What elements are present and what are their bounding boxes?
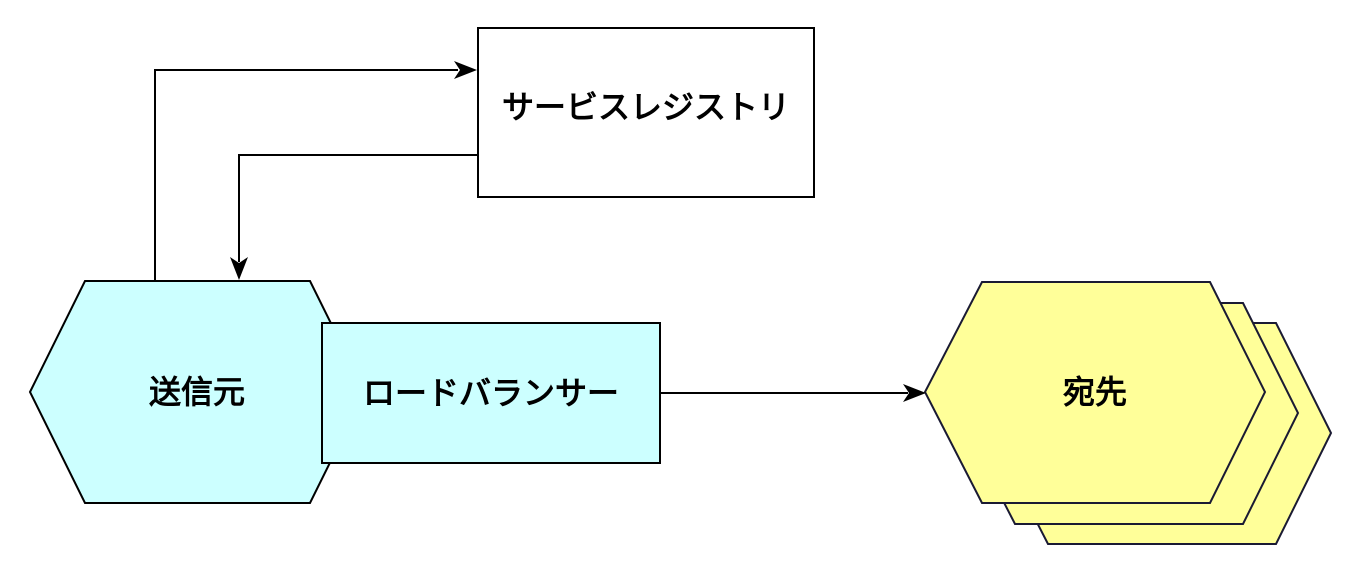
edge-source-to-registry — [154, 61, 477, 281]
destination-label: 宛先 — [1063, 374, 1127, 410]
load-balancer-label: ロードバランサー — [363, 375, 619, 411]
edge-source-to-registry-line — [154, 69, 458, 281]
service-registry-label: サービスレジストリ — [502, 89, 790, 125]
source-label: 送信元 — [149, 374, 245, 410]
source-node: 送信元 — [28, 280, 367, 504]
load-balancer-rect — [321, 322, 661, 464]
load-balancer-node: ロードバランサー — [321, 322, 661, 464]
service-registry-rect — [477, 27, 815, 198]
destination-hexagon-front — [923, 281, 1267, 504]
service-registry-node: サービスレジストリ — [477, 27, 815, 198]
edge-source-to-registry-arrowhead-icon — [454, 61, 477, 79]
edge-registry-to-source-arrowhead-icon — [230, 257, 248, 280]
edge-registry-to-source-line — [238, 154, 478, 262]
destination-node-stack: 宛先 — [923, 281, 1333, 545]
edge-loadbalancer-to-destination-arrowhead-icon — [903, 384, 926, 402]
edge-loadbalancer-to-destination — [660, 384, 926, 402]
edge-registry-to-source — [230, 154, 478, 280]
